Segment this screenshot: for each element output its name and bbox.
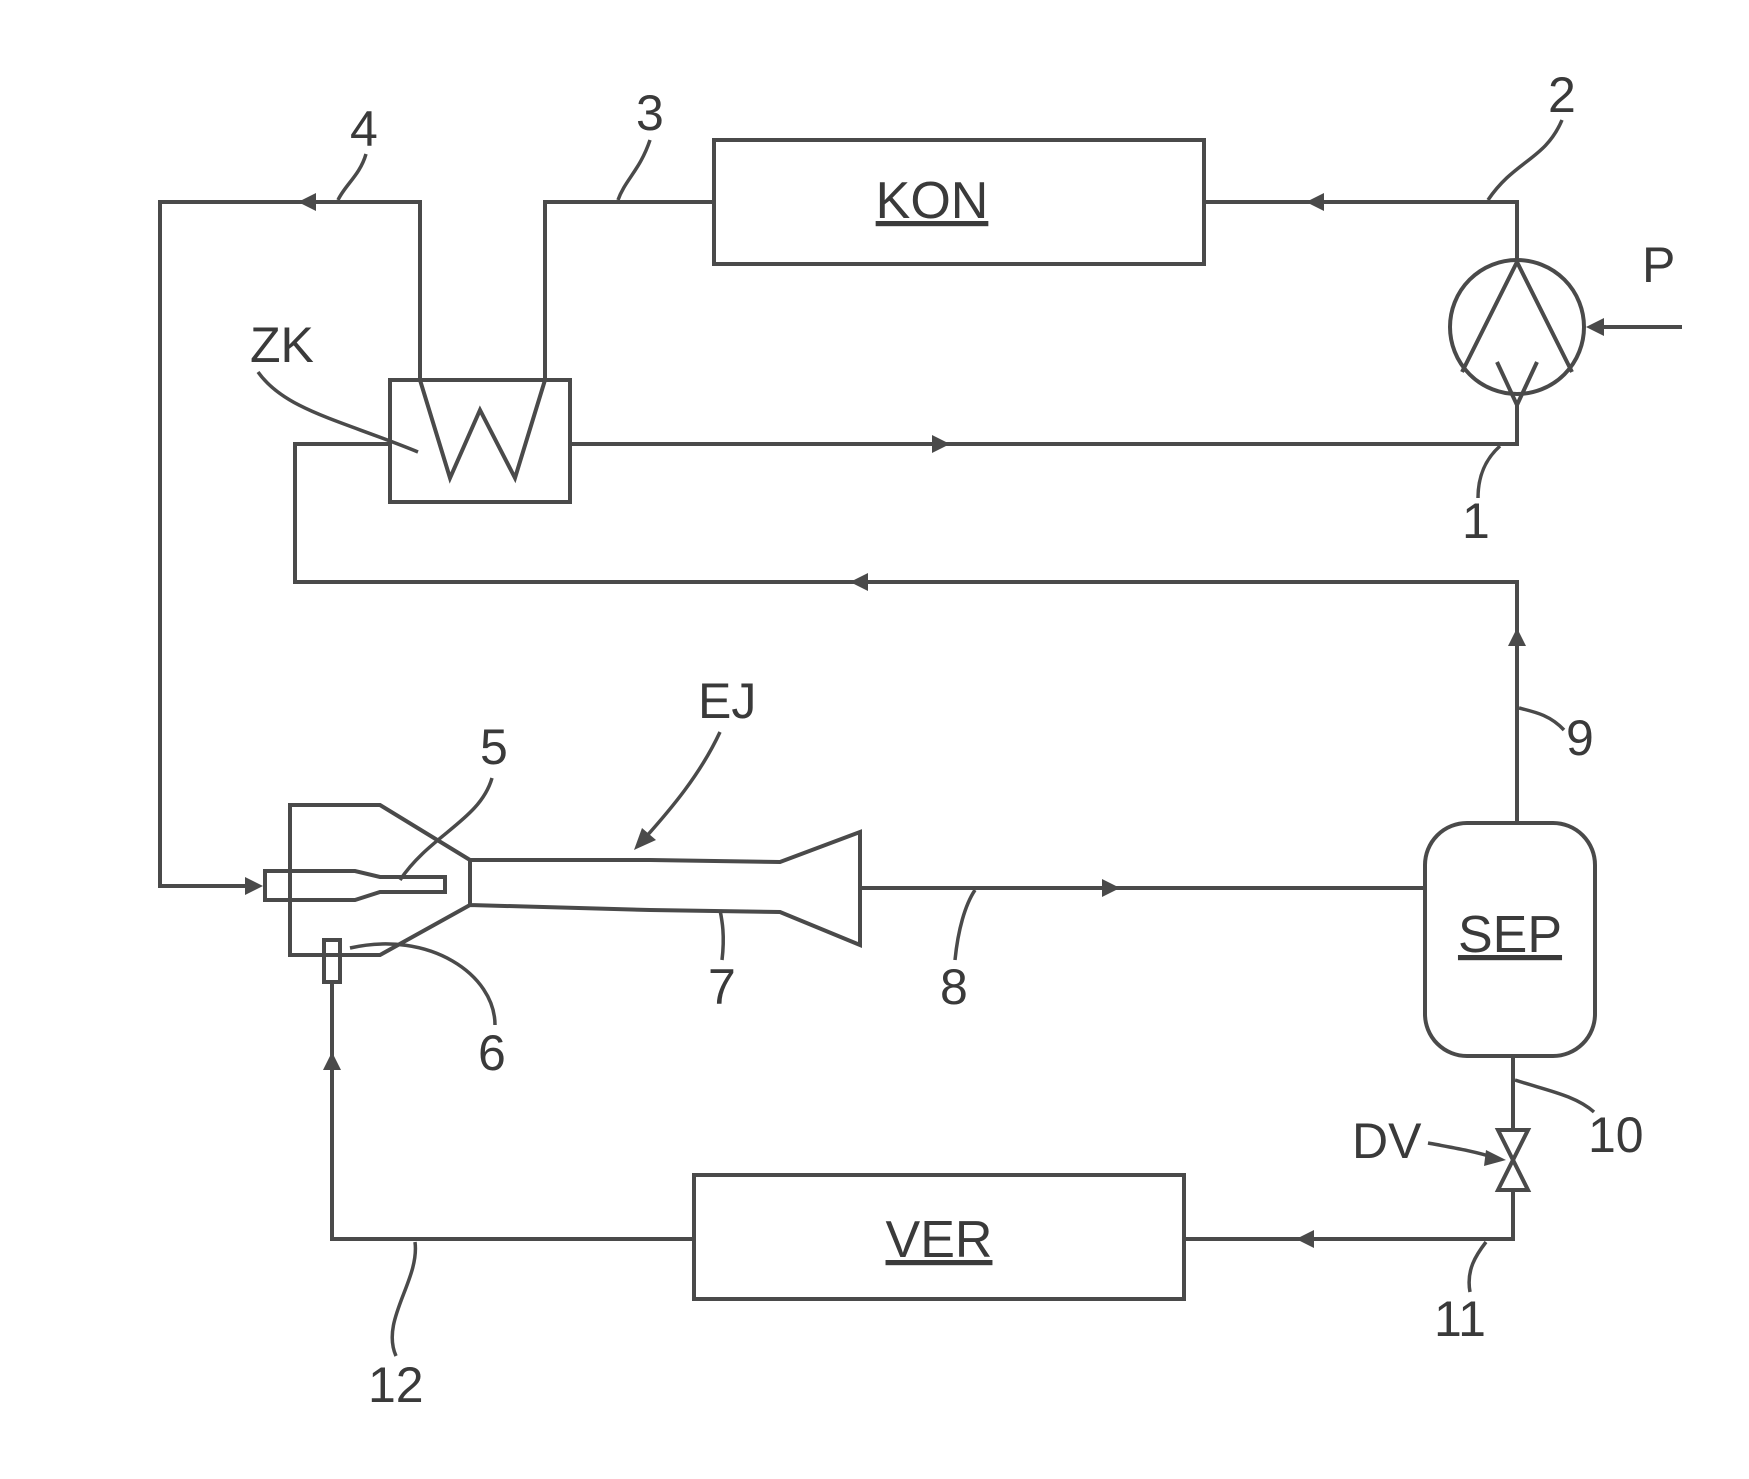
label-9: 9 bbox=[1566, 710, 1594, 766]
line-4-arrow bbox=[298, 193, 316, 211]
line-4-pipe bbox=[160, 202, 420, 886]
compressor-inner-symbol bbox=[1497, 362, 1537, 405]
label-11: 11 bbox=[1434, 1291, 1486, 1347]
leader-12 bbox=[392, 1242, 415, 1356]
label-4: 4 bbox=[350, 101, 378, 157]
line-9-arrow bbox=[1508, 628, 1526, 646]
label-12: 12 bbox=[368, 1357, 424, 1413]
label-8: 8 bbox=[940, 959, 968, 1015]
line-11-pipe bbox=[1184, 1190, 1513, 1239]
leader-7 bbox=[720, 910, 723, 960]
expansion-valve-leader bbox=[1428, 1143, 1495, 1158]
line-2-arrow bbox=[1306, 193, 1324, 211]
expansion-valve-top bbox=[1498, 1130, 1528, 1160]
heat-exchanger-coil bbox=[420, 380, 545, 478]
heat-exchanger-box bbox=[390, 380, 570, 502]
leader-5 bbox=[400, 778, 492, 880]
ejector-suction-port bbox=[324, 940, 340, 982]
label-10: 10 bbox=[1588, 1107, 1644, 1163]
line-1-pipe bbox=[570, 400, 1517, 444]
power-input-arrow bbox=[1586, 318, 1604, 336]
label-2: 2 bbox=[1548, 67, 1576, 123]
label-5: 5 bbox=[480, 719, 508, 775]
ejector-body bbox=[290, 805, 860, 955]
line-12-arrow bbox=[323, 1052, 341, 1070]
ejector-label: EJ bbox=[698, 673, 756, 729]
line-4-inlet-arrow bbox=[245, 877, 263, 895]
leader-4 bbox=[338, 154, 366, 200]
power-input-label: P bbox=[1642, 237, 1675, 293]
label-7: 7 bbox=[708, 959, 736, 1015]
leader-9 bbox=[1519, 708, 1564, 730]
line-1-arrow bbox=[932, 435, 950, 453]
ejector-pointer bbox=[645, 732, 720, 838]
expansion-valve-leader-arrow bbox=[1484, 1150, 1506, 1166]
leader-3 bbox=[618, 140, 650, 200]
leader-2 bbox=[1488, 120, 1562, 200]
line-9-return-arrow bbox=[850, 573, 868, 591]
compressor-symbol bbox=[1462, 262, 1572, 372]
leader-8 bbox=[955, 890, 975, 960]
condenser-label: KON bbox=[876, 172, 989, 230]
heat-exchanger-leader bbox=[258, 372, 418, 452]
line-3-pipe bbox=[545, 202, 714, 380]
label-3: 3 bbox=[636, 85, 664, 141]
line-11-arrow bbox=[1296, 1230, 1314, 1248]
separator-label: SEP bbox=[1458, 906, 1562, 964]
expansion-valve-bottom bbox=[1498, 1160, 1528, 1190]
line-2-pipe bbox=[1204, 202, 1517, 262]
label-1: 1 bbox=[1462, 493, 1490, 549]
heat-exchanger-label: ZK bbox=[250, 317, 314, 373]
label-6: 6 bbox=[478, 1025, 506, 1081]
expansion-valve-label: DV bbox=[1352, 1113, 1422, 1169]
line-12-pipe bbox=[332, 982, 694, 1239]
leader-10 bbox=[1515, 1080, 1594, 1112]
evaporator-label: VER bbox=[886, 1211, 993, 1269]
line-8-arrow bbox=[1102, 879, 1120, 897]
leader-1 bbox=[1478, 446, 1500, 498]
compressor-circle bbox=[1450, 260, 1584, 394]
leader-11 bbox=[1469, 1242, 1486, 1292]
